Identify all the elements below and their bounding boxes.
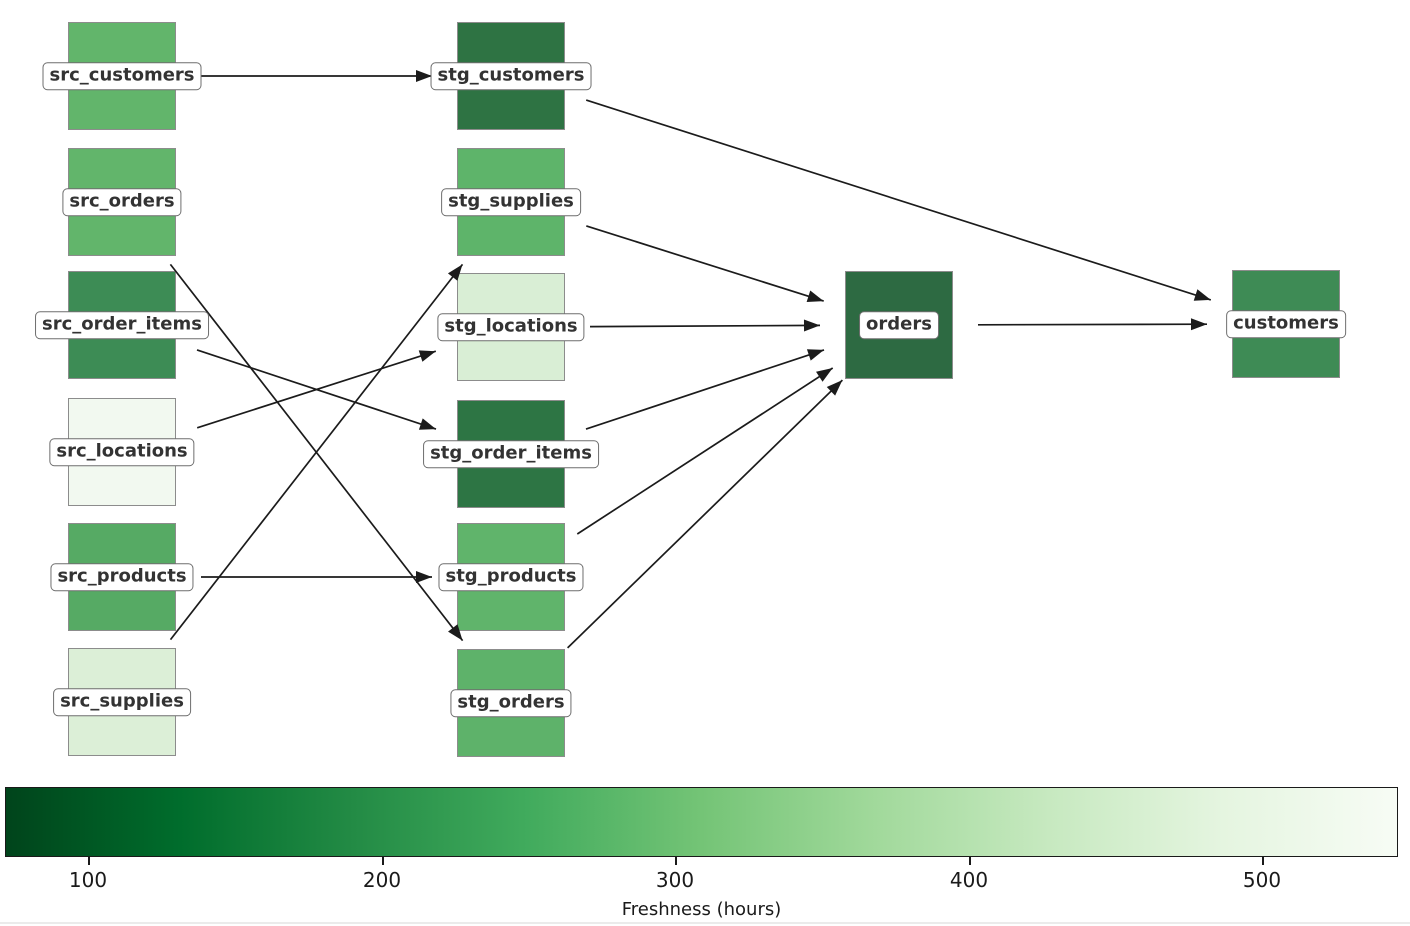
edge-stg_orders-to-orders <box>567 379 843 649</box>
node-label-src_supplies: src_supplies <box>53 688 191 716</box>
node-label-orders: orders <box>859 311 939 339</box>
node-label-src_orders: src_orders <box>62 188 182 216</box>
edge-stg_customers-to-customers <box>585 99 1212 301</box>
node-label-stg_supplies: stg_supplies <box>441 188 581 216</box>
colorbar-tick <box>1262 857 1264 865</box>
edge-stg_supplies-to-orders <box>586 225 824 302</box>
edge-src_supplies-to-stg_supplies <box>169 263 464 641</box>
colorbar-tick-label: 300 <box>655 868 695 892</box>
colorbar-tick-label: 500 <box>1242 868 1282 892</box>
node-label-src_products: src_products <box>50 563 194 591</box>
node-label-stg_customers: stg_customers <box>430 62 592 90</box>
node-label-stg_order_items: stg_order_items <box>423 440 599 468</box>
colorbar-tick <box>88 857 90 865</box>
node-label-customers: customers <box>1226 310 1346 338</box>
colorbar-axis-label: Freshness (hours) <box>621 899 782 920</box>
figure-bottom-rule <box>0 922 1410 924</box>
edge-stg_order_items-to-orders <box>585 349 825 430</box>
node-label-stg_products: stg_products <box>438 563 584 591</box>
edge-stg_locations-to-orders <box>589 319 821 332</box>
colorbar-tick <box>969 857 971 865</box>
colorbar-tick-label: 200 <box>362 868 402 892</box>
node-label-stg_locations: stg_locations <box>437 313 585 341</box>
node-label-src_locations: src_locations <box>49 438 195 466</box>
node-label-src_order_items: src_order_items <box>35 311 209 339</box>
node-label-src_customers: src_customers <box>42 62 202 90</box>
edge-orders-to-customers <box>977 318 1208 331</box>
edge-stg_products-to-orders <box>576 367 834 535</box>
freshness-colorbar <box>5 787 1398 857</box>
colorbar-tick-label: 400 <box>949 868 989 892</box>
edge-src_locations-to-stg_locations <box>196 350 437 429</box>
colorbar-tick <box>382 857 384 865</box>
colorbar-tick-label: 100 <box>68 868 108 892</box>
node-label-stg_orders: stg_orders <box>450 689 572 717</box>
colorbar-tick <box>675 857 677 865</box>
